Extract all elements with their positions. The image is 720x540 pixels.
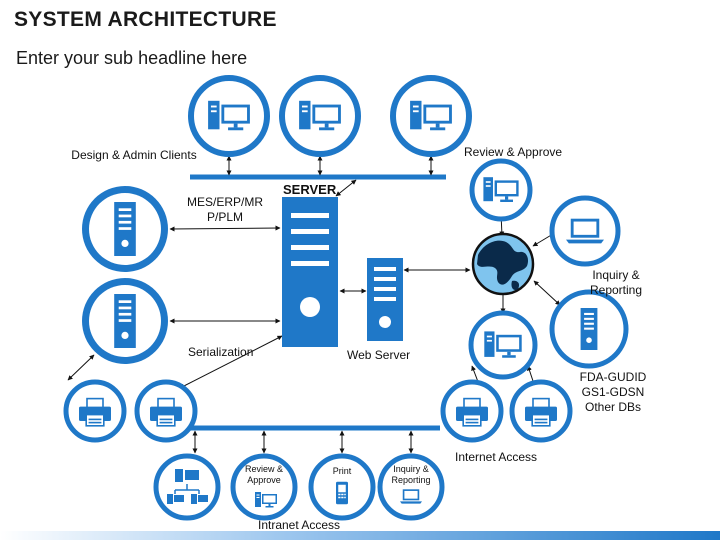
small-review-label: Review & Approve [244,464,283,485]
phone-icon [336,481,348,505]
small-inquiry-label: Inquiry & Reporting [391,464,431,485]
internet-printer-node-1 [440,379,504,443]
main-server [282,197,338,347]
server-icon [580,308,598,350]
internet-desktop-node [468,310,538,380]
serialization-printer-node [134,379,198,443]
mes-erp-label: MES/ERP/MR P/PLM [186,195,263,224]
globe-icon [471,232,535,296]
serialization-label: Serialization [188,345,254,359]
intranet-access-label: Intranet Access [258,518,341,532]
design-admin-node-1 [82,186,168,272]
server-icon [114,202,136,256]
server-icon [114,294,136,348]
design-admin-node-2 [82,278,168,364]
internet-printer-node-2 [509,379,573,443]
internet-access-label: Internet Access [455,450,538,464]
page-subtitle: Enter your sub headline here [16,48,248,68]
design-admin-label: Design & Admin Clients [71,148,197,162]
top-desktop-node-2 [279,75,361,157]
intranet-print-node [308,453,376,521]
intranet-network-node [153,453,221,521]
fda-db-node [549,289,629,369]
review-approve-node [469,158,533,222]
intranet-inquiry-node [377,453,445,521]
page-title: SYSTEM ARCHITECTURE [14,8,277,31]
network-icon [167,469,208,504]
left-printer-node-1 [63,379,127,443]
bottom-accent-bar [0,531,720,540]
inquiry-reporting-node [549,195,621,267]
top-desktop-node-3 [390,75,472,157]
intranet-review-node [230,453,298,521]
small-print-label: Print [332,466,352,476]
review-approve-label: Review & Approve [464,145,563,159]
laptop-icon [400,489,422,504]
laptop-icon [566,218,604,244]
web-server [367,258,403,341]
server-label: SERVER [283,182,337,197]
top-desktop-node-1 [188,75,270,157]
fda-db-label: FDA-GUDID GS1-GDSN Other DBs [579,370,647,414]
inquiry-reporting-label: Inquiry & Reporting [589,268,643,297]
web-server-label: Web Server [347,348,411,362]
